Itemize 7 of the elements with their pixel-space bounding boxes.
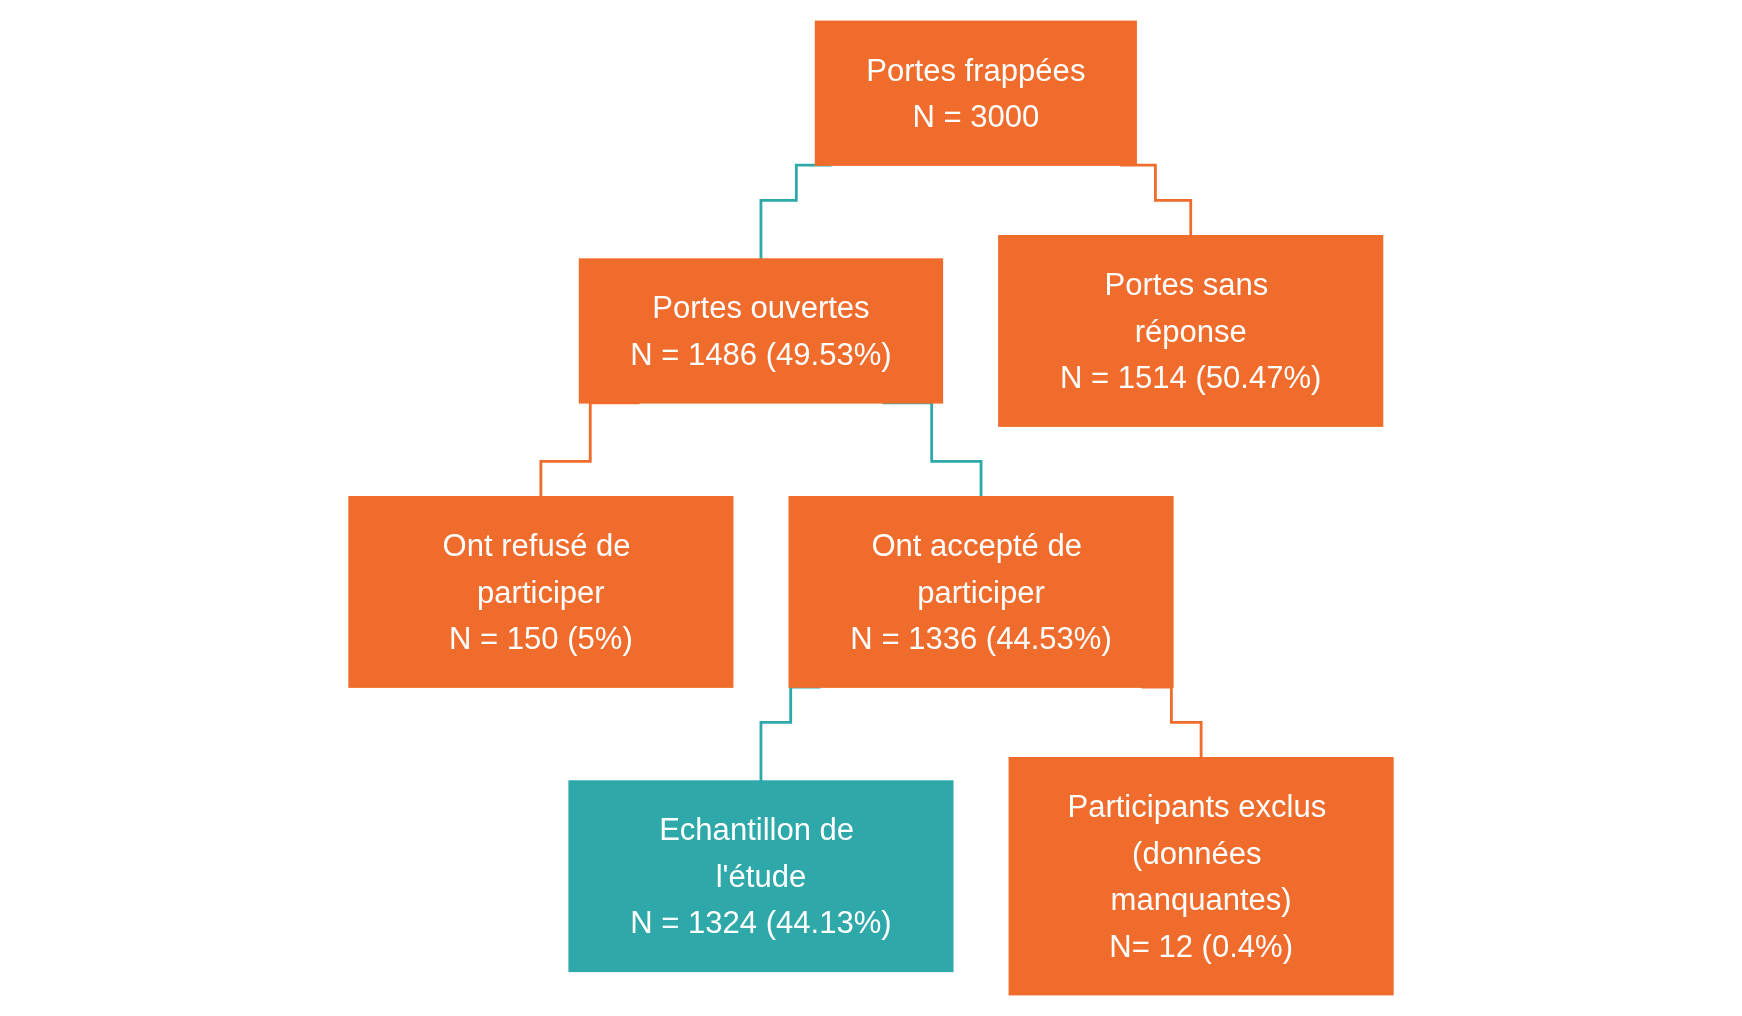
node-box: Participants exclus (données manquantes) N= 12 (0.4%): [1008, 757, 1394, 996]
node-box: Portes ouvertes N = 1486 (49.53%): [578, 258, 944, 404]
node-box: Portes sans réponse N = 1514 (50.47%): [998, 235, 1384, 427]
node-box: Ont refusé de participer N = 150 (5%): [348, 496, 734, 688]
node-box: Ont accepté de participer N = 1336 (44.53%): [788, 496, 1174, 688]
node-box: Portes frappées N = 3000: [814, 20, 1137, 166]
node-box: Echantillon de l'étude N = 1324 (44.13%): [568, 780, 954, 973]
